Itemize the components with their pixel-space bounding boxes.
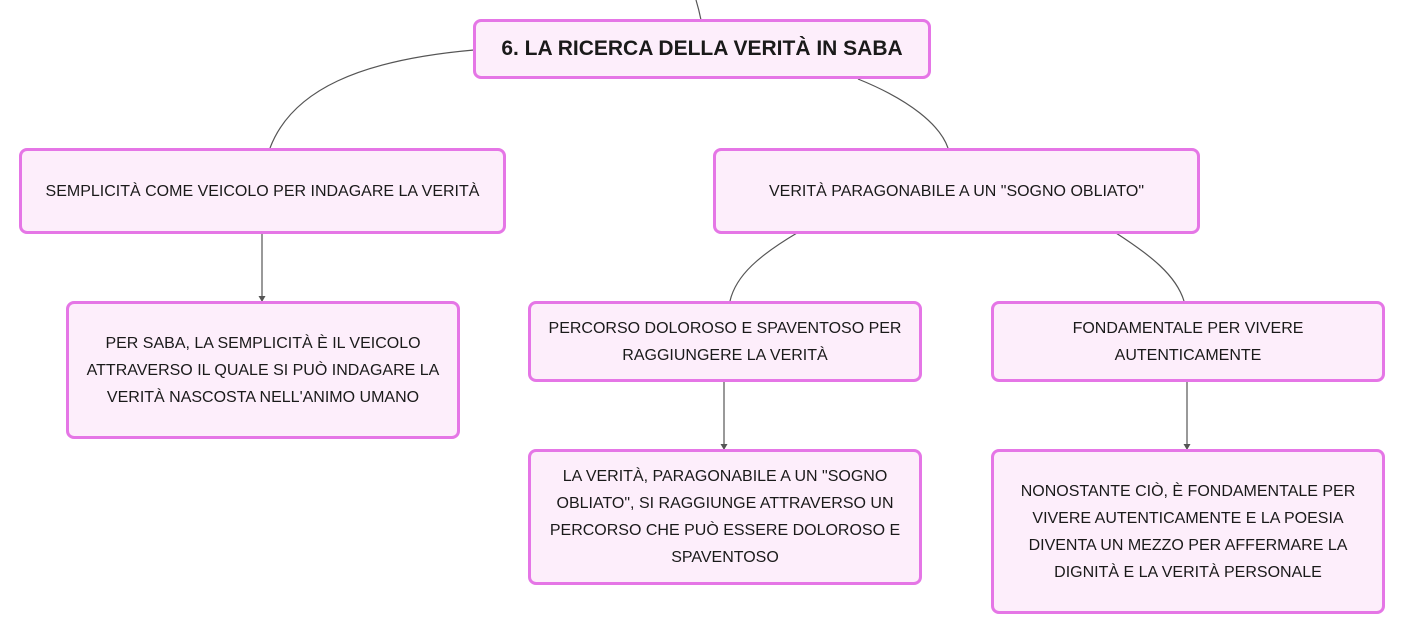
branch-left-detail-node[interactable]: PER SABA, LA SEMPLICITÀ È IL VEICOLO ATT…	[66, 301, 460, 439]
sub-left-detail-node[interactable]: LA VERITÀ, PARAGONABILE A UN "SOGNO OBLI…	[528, 449, 922, 585]
branch-right-node[interactable]: VERITÀ PARAGONABILE A UN "SOGNO OBLIATO"	[713, 148, 1200, 234]
sub-left-detail-label: LA VERITÀ, PARAGONABILE A UN "SOGNO OBLI…	[549, 468, 901, 566]
connector-root-to-left-branch	[269, 49, 475, 149]
branch-left-label: SEMPLICITÀ COME VEICOLO PER INDAGARE LA …	[45, 182, 480, 200]
sub-right-detail-label: NONOSTANTE CIÒ, È FONDAMENTALE PER VIVER…	[1020, 482, 1356, 581]
connector-root-to-right-branch	[857, 78, 949, 149]
root-topic-label: 6. LA RICERCA DELLA VERITÀ IN SABA	[501, 37, 903, 60]
sub-left-node[interactable]: PERCORSO DOLOROSO E SPAVENTOSO PER RAGGI…	[528, 301, 922, 382]
sub-right-label: FONDAMENTALE PER VIVERE AUTENTICAMENTE	[1072, 319, 1304, 364]
branch-left-detail-label: PER SABA, LA SEMPLICITÀ È IL VEICOLO ATT…	[86, 334, 440, 406]
root-topic-node[interactable]: 6. LA RICERCA DELLA VERITÀ IN SABA	[473, 19, 931, 79]
branch-right-label: VERITÀ PARAGONABILE A UN "SOGNO OBLIATO"	[768, 182, 1144, 200]
connector-right-branch-to-sub-left	[729, 232, 798, 302]
sub-right-node[interactable]: FONDAMENTALE PER VIVERE AUTENTICAMENTE	[991, 301, 1385, 382]
sub-right-detail-node[interactable]: NONOSTANTE CIÒ, È FONDAMENTALE PER VIVER…	[991, 449, 1385, 614]
branch-left-node[interactable]: SEMPLICITÀ COME VEICOLO PER INDAGARE LA …	[19, 148, 506, 234]
connector-right-branch-to-sub-right	[1115, 232, 1185, 302]
connector-parent-to-root	[695, 0, 702, 21]
sub-left-label: PERCORSO DOLOROSO E SPAVENTOSO PER RAGGI…	[548, 319, 902, 364]
